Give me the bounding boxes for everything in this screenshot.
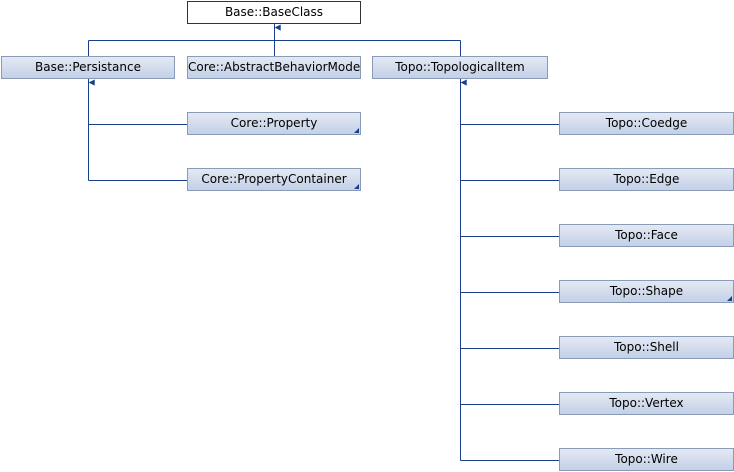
node-label: Base::Persistance [35, 60, 141, 74]
node-core-property[interactable]: Core::Property [187, 112, 361, 135]
node-core-property-container[interactable]: Core::PropertyContainer [187, 168, 361, 191]
node-label: Topo::Vertex [609, 396, 684, 410]
node-topo-shape[interactable]: Topo::Shape [559, 280, 734, 303]
node-base-persistance[interactable]: Base::Persistance [1, 56, 175, 79]
node-label: Topo::Shape [609, 284, 684, 298]
node-label: Core::PropertyContainer [201, 172, 347, 186]
node-base-baseclass: Base::BaseClass [187, 1, 361, 24]
node-label: Topo::Shell [614, 340, 679, 354]
node-topo-coedge[interactable]: Topo::Coedge [559, 112, 734, 135]
node-topo-topological-item[interactable]: Topo::TopologicalItem [372, 56, 548, 79]
node-label: Base::BaseClass [224, 5, 324, 19]
node-label: Topo::Edge [613, 172, 680, 186]
has-children-corner-icon [354, 128, 359, 133]
node-label: Topo::Wire [615, 452, 678, 466]
node-topo-edge[interactable]: Topo::Edge [559, 168, 734, 191]
node-topo-shell[interactable]: Topo::Shell [559, 336, 734, 359]
has-children-corner-icon [354, 184, 359, 189]
has-children-corner-icon [727, 296, 732, 301]
node-label: Topo::TopologicalItem [395, 60, 525, 74]
node-topo-wire[interactable]: Topo::Wire [559, 448, 734, 471]
node-topo-vertex[interactable]: Topo::Vertex [559, 392, 734, 415]
node-core-abstract-behavior-mode[interactable]: Core::AbstractBehaviorMode [187, 56, 361, 79]
node-label: Core::Property [230, 116, 318, 130]
node-label: Topo::Face [615, 228, 678, 242]
node-label: Core::AbstractBehaviorMode [188, 60, 361, 74]
node-topo-face[interactable]: Topo::Face [559, 224, 734, 247]
node-label: Topo::Coedge [605, 116, 688, 130]
